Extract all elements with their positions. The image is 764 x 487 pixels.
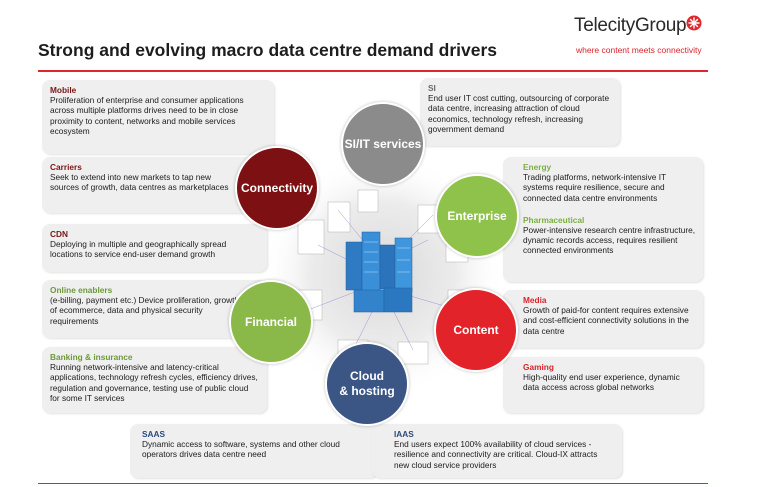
card-heading: Media bbox=[523, 295, 547, 305]
card-heading: Online enablers bbox=[50, 285, 113, 295]
logo-tagline: where content meets connectivity bbox=[576, 45, 702, 55]
card-si: SI End user IT cost cutting, outsourcing… bbox=[420, 78, 620, 146]
card-iaas: IAAS End users expect 100% availability … bbox=[372, 424, 622, 478]
card-heading: Pharmaceutical bbox=[523, 214, 585, 225]
card-text: Growth of paid-for content requires exte… bbox=[523, 305, 689, 336]
card-carriers: Carriers Seek to extend into new markets… bbox=[42, 157, 267, 213]
red-star-icon bbox=[686, 15, 702, 31]
card-banking-insurance: Banking & insurance Running network-inte… bbox=[42, 347, 267, 413]
logo-name: TelecityGroup bbox=[574, 15, 687, 36]
header-divider bbox=[38, 70, 708, 72]
card-heading: SI bbox=[428, 83, 436, 93]
card-saas: SAAS Dynamic access to software, systems… bbox=[130, 424, 378, 478]
card-text: End user IT cost cutting, outsourcing of… bbox=[428, 93, 610, 134]
card-text: Power-intensive research centre infrastr… bbox=[523, 225, 696, 256]
card-text: Seek to extend into new markets to tap n… bbox=[50, 172, 229, 193]
card-text: Dynamic access to software, systems and … bbox=[142, 439, 340, 460]
card-text: High-quality end user experience, dynami… bbox=[523, 372, 680, 393]
card-text: Proliferation of enterprise and consumer… bbox=[50, 95, 244, 136]
card-heading: SAAS bbox=[142, 429, 166, 439]
card-heading: Banking & insurance bbox=[50, 352, 133, 362]
card-energy-pharma: Energy Trading platforms, network-intens… bbox=[503, 157, 703, 282]
card-gaming: Gaming High-quality end user experience,… bbox=[503, 357, 703, 413]
circle-financial: Financial bbox=[229, 280, 313, 364]
circle-label: Content bbox=[453, 322, 499, 337]
card-text: End users expect 100% availability of cl… bbox=[394, 439, 598, 470]
circle-label-line2: & hosting bbox=[339, 384, 395, 398]
circle-connectivity: Connectivity bbox=[235, 146, 319, 230]
card-text: Deploying in multiple and geographically… bbox=[50, 239, 227, 260]
circle-enterprise: Enterprise bbox=[435, 174, 519, 258]
card-text: Running network-intensive and latency-cr… bbox=[50, 362, 258, 403]
page-title: Strong and evolving macro data centre de… bbox=[38, 40, 498, 60]
circle-label: Enterprise bbox=[447, 208, 507, 223]
circle-si-it-services: SI/IT services bbox=[341, 102, 425, 186]
circle-label: SI/IT services bbox=[344, 136, 422, 151]
card-heading: CDN bbox=[50, 229, 68, 239]
circle-label: Connectivity bbox=[240, 180, 313, 195]
card-cdn: CDN Deploying in multiple and geographic… bbox=[42, 224, 267, 272]
card-media: Media Growth of paid-for content require… bbox=[503, 290, 703, 348]
card-heading: Gaming bbox=[523, 362, 554, 372]
card-heading: Energy bbox=[523, 162, 552, 172]
circle-content: Content bbox=[434, 288, 518, 372]
card-text: (e-billing, payment etc.) Device prolife… bbox=[50, 295, 240, 326]
card-heading: Carriers bbox=[50, 162, 82, 172]
circle-label: Financial bbox=[244, 314, 297, 329]
card-heading: IAAS bbox=[394, 429, 414, 439]
company-logo: TelecityGroup where content meets connec… bbox=[574, 15, 724, 61]
card-mobile: Mobile Proliferation of enterprise and c… bbox=[42, 80, 274, 154]
circle-label: Cloud & hosting bbox=[339, 369, 394, 399]
footer-divider bbox=[38, 483, 708, 484]
circle-cloud-hosting: Cloud & hosting bbox=[325, 342, 409, 426]
circle-label-line1: Cloud bbox=[349, 369, 384, 383]
card-text: Trading platforms, network-intensive IT … bbox=[523, 172, 666, 203]
card-heading: Mobile bbox=[50, 85, 77, 95]
